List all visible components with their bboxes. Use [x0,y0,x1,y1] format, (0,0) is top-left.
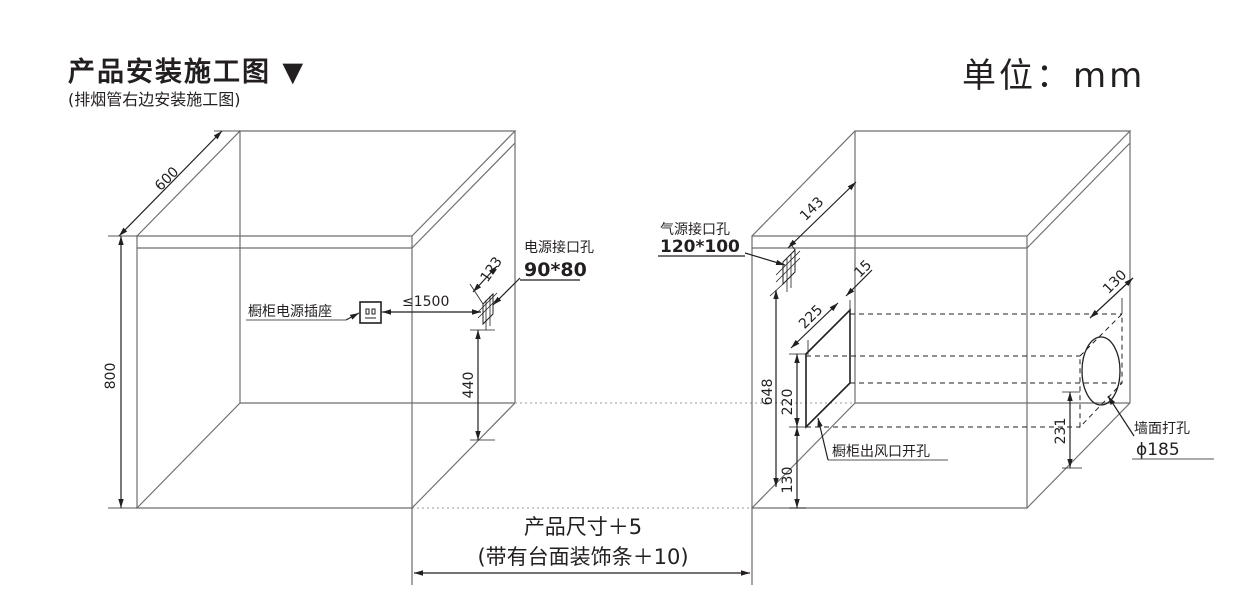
power-hole-size: 90*80 [524,259,587,281]
power-hole-offset: 123 [478,254,506,285]
height-label: 800 [103,363,119,390]
dim-130-top-label: 130 [1100,267,1130,297]
dim-648-label: 648 [760,379,776,406]
power-hole: 123 电源接口孔 90*80 440 [461,239,594,441]
socket-label: 橱柜电源插座 [248,304,332,320]
cabinet-socket: 橱柜电源插座 [246,301,382,324]
socket-distance-label: ≤1500 [402,294,449,310]
unit-label: 单位：mm [962,56,1146,96]
exhaust-duct [806,312,1123,429]
page-subtitle: (排烟管右边安装施工图) [68,90,241,109]
gas-hole-size: 120*100 [660,237,740,257]
product-size-line2: (带有台面装饰条＋10) [477,545,688,569]
socket-distance: ≤1500 [382,294,481,315]
depth-label: 600 [152,164,182,194]
left-cabinet [136,130,858,509]
depth-dimension: 600 [108,130,240,237]
wall-hole: 墙面打孔 ϕ185 [1107,395,1214,460]
gas-hole-label: 气源接口孔 [660,221,730,238]
vent-label: 橱柜出风口开孔 [832,444,930,460]
wall-hole-label: 墙面打孔 [1134,420,1190,437]
dimension-648: 648 [760,283,784,487]
product-size-line1: 产品尺寸＋5 [524,515,642,539]
wall-hole-circle [1081,336,1121,406]
power-hole-height: 440 [461,372,477,399]
product-size-dimension: 产品尺寸＋5 (带有台面装饰条＋10) [411,508,753,585]
dim-225-label: 225 [796,302,826,332]
gas-hole: 气源接口孔 120*100 143 [658,181,857,292]
page-title: 产品安装施工图 ▼ [68,57,306,88]
dim-231-label: 231 [1053,418,1069,445]
dim-130-bottom-label: 130 [780,467,796,494]
dim-220-label: 220 [780,389,796,416]
dimension-130-top: 130 [1089,267,1134,319]
height-dimension: 800 [103,236,137,509]
wall-hole-size: ϕ185 [1136,440,1180,460]
power-hole-label: 电源接口孔 [524,239,594,256]
socket-icon [359,301,382,324]
gas-hole-offset: 143 [797,194,827,224]
dimension-231: 231 [1053,391,1082,469]
